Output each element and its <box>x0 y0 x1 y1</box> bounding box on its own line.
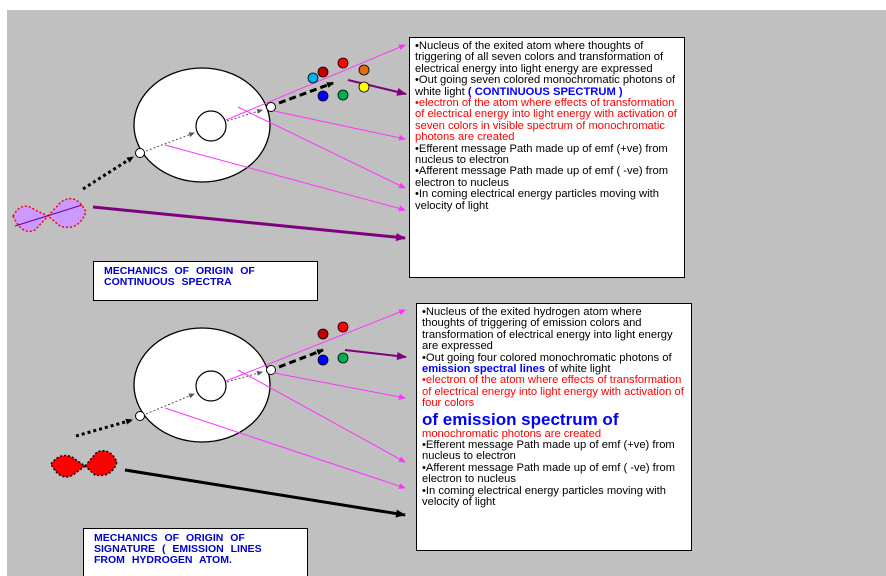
top-note-afferent: •Afferent message Path made up of emf ( … <box>415 165 669 189</box>
top-outgoing-arrow <box>278 81 334 105</box>
top-photon-2 <box>337 57 349 69</box>
bottom-photon-arrow <box>344 349 407 360</box>
top-atom <box>12 44 407 242</box>
bottom-pointer-nucleus <box>225 309 406 382</box>
bottom-caption-line3: FROM HYDROGEN ATOM. <box>94 554 232 566</box>
bottom-note-emission-highlight: emission spectral lines <box>422 363 546 376</box>
top-energy-arrow <box>92 205 406 242</box>
bottom-energy-arrow <box>124 468 406 518</box>
top-nucleus <box>195 110 227 142</box>
top-electron-left <box>135 148 145 158</box>
bottom-nucleus <box>195 370 227 402</box>
top-caption: MECHANICS OF ORIGIN OF CONTINUOUS SPECTR… <box>93 261 318 301</box>
top-incoming-arrow <box>82 155 134 191</box>
top-note-efferent: •Efferent message Path made up of emf (+… <box>415 142 668 167</box>
bottom-afferent-arrow <box>145 393 195 415</box>
bottom-incoming-arrow <box>75 418 133 438</box>
top-note-electron: •electron of the atom where effects of t… <box>415 97 677 144</box>
bottom-caption: MECHANICS OF ORIGIN OF SIGNATURE ( EMISS… <box>83 528 308 576</box>
top-note-incoming: •In coming electrical energy particles m… <box>415 188 659 212</box>
bottom-pointer-afferent <box>164 407 406 489</box>
top-photon-3 <box>358 64 370 76</box>
bottom-notes-box: •Nucleus of the exited hydrogen atom whe… <box>416 303 692 551</box>
top-wave-bowtie <box>12 197 87 233</box>
top-photon-5 <box>317 90 329 102</box>
top-pointer-afferent <box>164 144 406 212</box>
bottom-note-electron: •electron of the atom where effects of t… <box>422 374 684 410</box>
bottom-pointer-efferent <box>237 369 406 463</box>
bottom-caption-line2: SIGNATURE ( EMISSION LINES <box>94 543 262 555</box>
bottom-note-electron-end: monochromatic photons are created <box>422 427 602 440</box>
bottom-note-electron-big: of emission spectrum of <box>422 409 619 429</box>
top-afferent-arrow <box>145 132 195 152</box>
top-photons <box>307 57 370 102</box>
top-note-continuous-highlight: ( CONTINUOUS SPECTRUM ) <box>467 85 623 98</box>
top-note-nucleus: •Nucleus of the exited atom where though… <box>415 40 664 75</box>
bottom-outgoing-arrow <box>278 348 324 369</box>
bottom-note-efferent: •Efferent message Path made up of emf (+… <box>422 439 675 463</box>
bottom-pointer-electron <box>273 372 406 400</box>
top-photon-arrow <box>347 79 407 96</box>
bottom-photons <box>317 321 349 366</box>
top-electron-right <box>266 102 276 112</box>
top-caption-line1: MECHANICS OF ORIGIN OF <box>104 265 255 277</box>
bottom-electron-right <box>266 365 276 375</box>
top-pointer-efferent <box>237 106 406 189</box>
bottom-photon-1 <box>317 328 329 340</box>
top-notes-box: •Nucleus of the exited atom where though… <box>409 37 685 278</box>
top-pointer-electron <box>273 110 406 141</box>
bottom-note-outgoing: •Out going four colored monochromatic ph… <box>422 351 672 376</box>
bottom-electron-left <box>135 411 145 421</box>
bottom-note-afferent: •Afferent message Path made up of emf ( … <box>422 461 676 486</box>
top-photon-7 <box>358 81 370 93</box>
top-note-outgoing: •Out going seven colored monochromatic p… <box>415 74 676 98</box>
bottom-note-incoming: •In coming electrical energy particles m… <box>422 484 666 509</box>
bottom-photon-2 <box>337 321 349 333</box>
bottom-caption-line1: MECHANICS OF ORIGIN OF <box>94 532 245 544</box>
top-photon-1 <box>317 66 329 78</box>
bottom-wave-bowtie <box>50 450 118 478</box>
bottom-photon-3 <box>317 354 329 366</box>
top-photon-6 <box>337 89 349 101</box>
bottom-atom <box>50 309 407 518</box>
bottom-photon-4 <box>337 352 349 364</box>
bottom-note-nucleus: •Nucleus of the exited hydrogen atom whe… <box>422 306 673 353</box>
top-photon-4 <box>307 72 319 84</box>
top-caption-line2: CONTINUOUS SPECTRA <box>104 276 232 288</box>
